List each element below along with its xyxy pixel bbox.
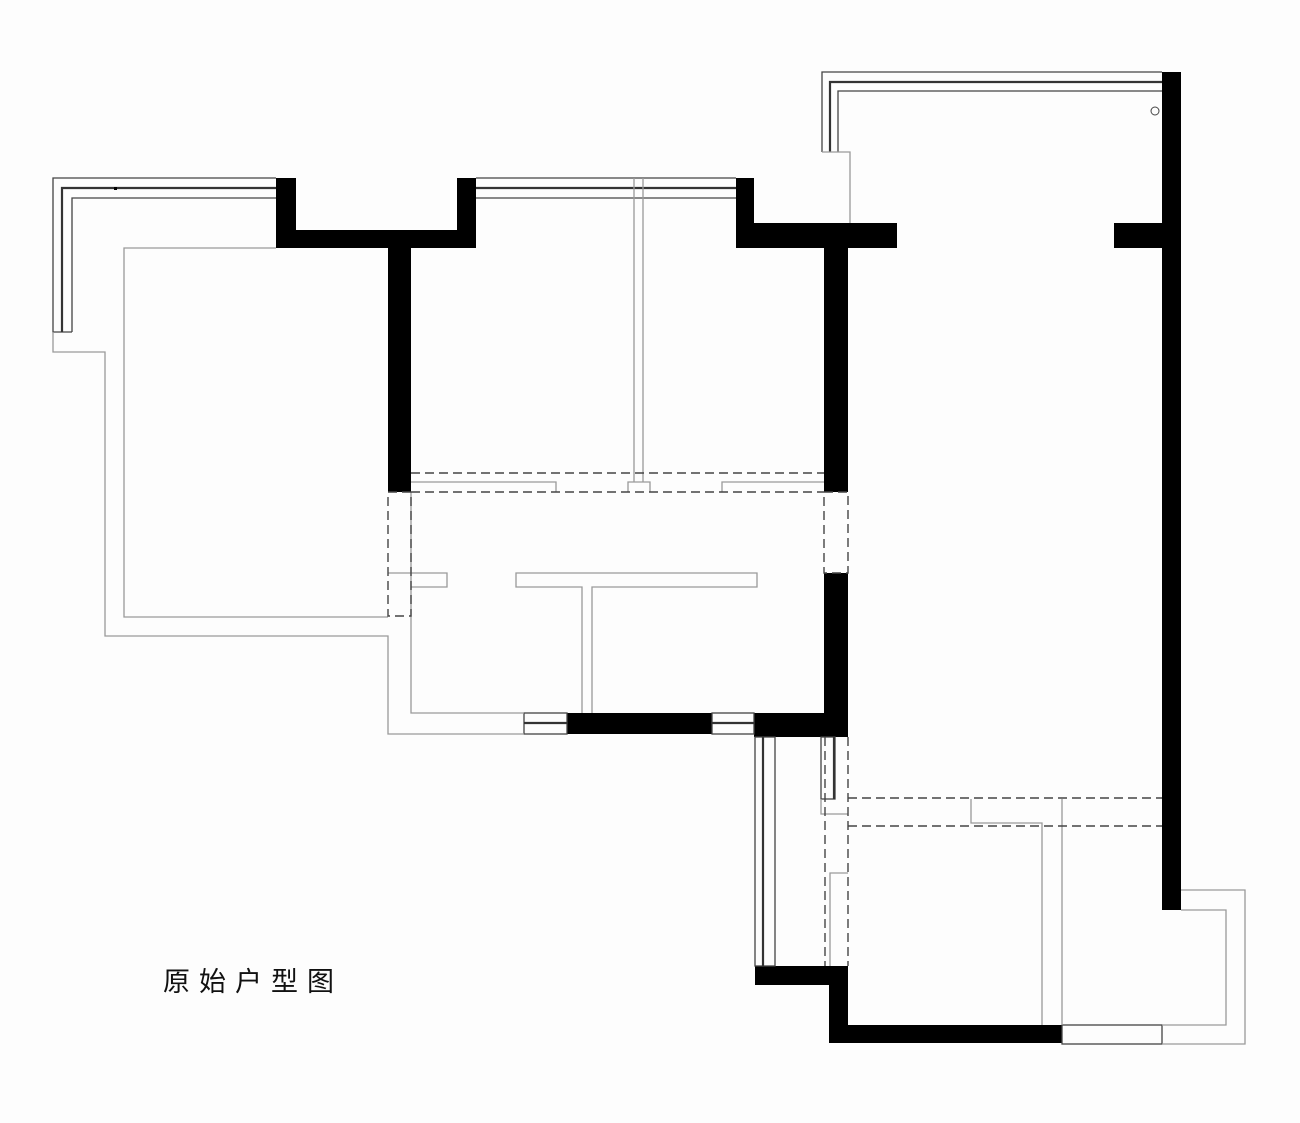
windows xyxy=(52,71,1163,1045)
room-outlines xyxy=(52,151,1246,1045)
dashed-boundaries xyxy=(387,472,1162,966)
plan-title: 原始户型图 xyxy=(163,967,343,998)
structural-walls xyxy=(276,72,1181,1043)
